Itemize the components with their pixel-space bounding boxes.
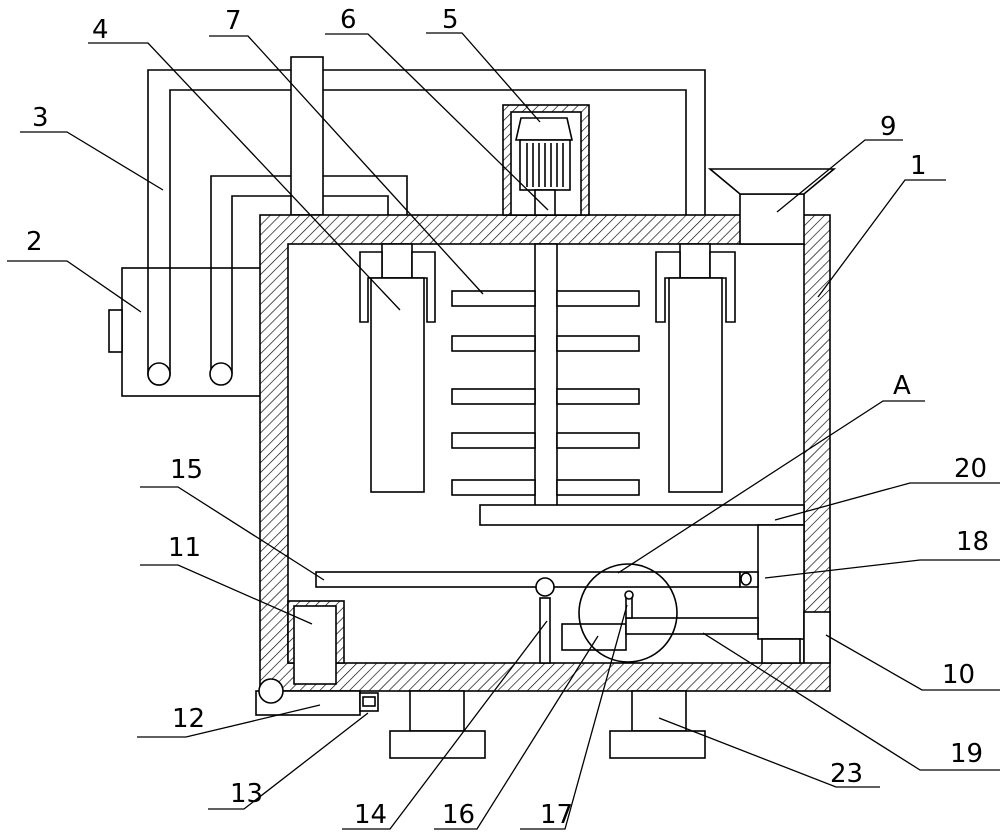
side-box [108, 267, 263, 397]
right-electrode [655, 243, 736, 493]
label-11: 11 [168, 533, 201, 563]
left-electrode [359, 243, 436, 493]
label-14: 14 [354, 800, 387, 830]
upper-rail [479, 504, 805, 526]
bottom-door [255, 678, 379, 716]
exhaust-tube [290, 56, 324, 216]
inlet-hopper [707, 168, 837, 245]
label-18: 18 [956, 527, 989, 557]
label-17: 17 [540, 800, 573, 830]
label-9: 9 [880, 112, 897, 142]
label-a: A [893, 371, 911, 401]
label-10: 10 [942, 660, 975, 690]
detail-a-circle [578, 563, 678, 663]
label-13: 13 [230, 779, 263, 809]
legs [389, 690, 706, 759]
leader-lines [7, 32, 1000, 830]
label-7: 7 [225, 6, 242, 36]
label-1: 1 [910, 151, 927, 181]
motor-housing [502, 104, 590, 216]
label-15: 15 [170, 455, 203, 485]
label-4: 4 [92, 15, 109, 45]
outlet-block [803, 611, 831, 664]
discharge-box [287, 600, 345, 685]
label-23: 23 [830, 759, 863, 789]
stirring-shaft [451, 243, 640, 507]
label-16: 16 [442, 800, 475, 830]
support-post [535, 577, 555, 664]
label-19: 19 [950, 739, 983, 769]
label-6: 6 [340, 5, 357, 35]
filter-plate [315, 571, 759, 588]
slider-block [757, 524, 805, 640]
outer-pipe [147, 69, 706, 386]
label-20: 20 [954, 454, 987, 484]
label-3: 3 [32, 103, 49, 133]
label-5: 5 [442, 5, 459, 35]
label-2: 2 [26, 227, 43, 257]
label-12: 12 [172, 704, 205, 734]
part-labels: 1 2 3 4 5 6 7 9 10 11 12 13 14 15 16 17 … [26, 5, 989, 830]
block-foot [761, 638, 801, 664]
